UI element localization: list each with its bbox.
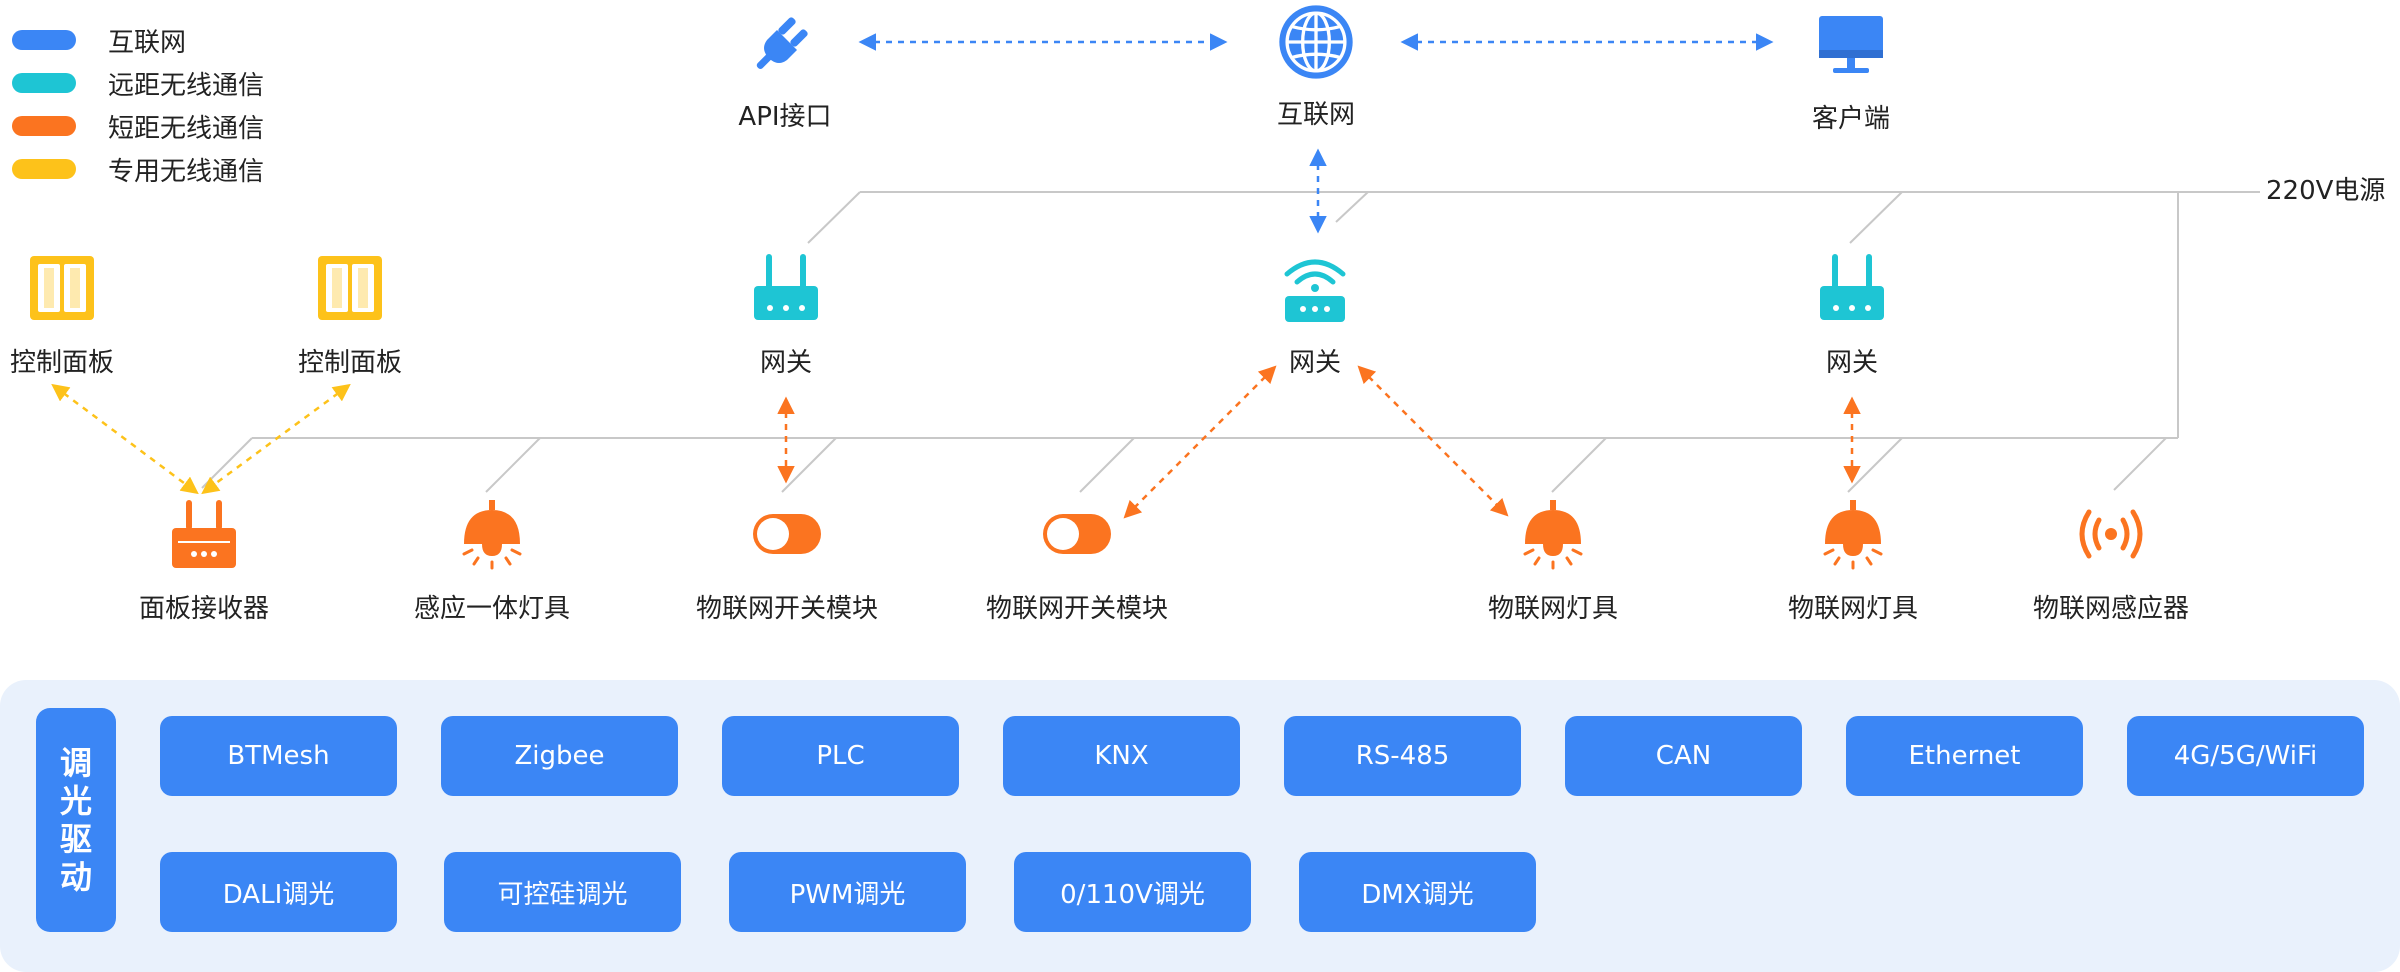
device-sensor-lamp: 感应一体灯具 — [372, 498, 612, 625]
protocol-pill: PLC — [722, 716, 959, 796]
device-label: 物联网灯具 — [1487, 594, 1618, 624]
legend-label: 短距无线通信 — [108, 113, 265, 144]
switch-panel-icon — [30, 256, 94, 320]
node-client: 客户端 — [1731, 8, 1971, 135]
router-antenna-icon — [754, 254, 818, 320]
gateway-1: 网关 — [666, 252, 906, 379]
power-feed-gw1 — [807, 191, 861, 244]
dimming-pill: 0/110V调光 — [1014, 852, 1251, 932]
protocol-pill: CAN — [1565, 716, 1802, 796]
legend-item-dedicated: 专用无线通信 — [12, 149, 264, 189]
sensor-icon — [2079, 509, 2143, 559]
power-feed-sensor — [2113, 437, 2167, 491]
power-feed-lamp3 — [1847, 437, 1903, 493]
protocol-pill: 4G/5G/WiFi — [2127, 716, 2364, 796]
control-panel-label: 控制面板 — [9, 348, 114, 378]
device-label: 物联网灯具 — [1787, 594, 1918, 624]
legend-item-long-range: 远距无线通信 — [12, 63, 264, 103]
monitor-icon — [1819, 16, 1883, 73]
toggle-icon — [753, 514, 821, 554]
control-panel-1: 控制面板 — [0, 252, 182, 379]
gateway-label: 网关 — [1288, 348, 1341, 378]
receiver-icon — [172, 500, 236, 568]
power-feed-switch2 — [1079, 437, 1135, 493]
device-label: 物联网开关模块 — [985, 594, 1168, 624]
protocol-pill: BTMesh — [160, 716, 397, 796]
device-label: 面板接收器 — [138, 594, 269, 624]
dimming-pill: 可控硅调光 — [444, 852, 681, 932]
device-iot-sensor: 物联网感应器 — [1991, 498, 2231, 625]
link-panel2-receiver — [201, 383, 351, 495]
gateway-label: 网关 — [1825, 348, 1878, 378]
node-internet: 互联网 — [1196, 2, 1436, 131]
power-feed-gw2 — [1335, 191, 1369, 223]
router-antenna-icon — [1820, 254, 1884, 320]
protocol-pill: Ethernet — [1846, 716, 2083, 796]
legend-label: 远距无线通信 — [108, 70, 265, 101]
legend-item-internet: 互联网 — [12, 20, 186, 60]
lamp-icon — [1523, 500, 1583, 570]
link-gw2-lamp2 — [1357, 365, 1509, 517]
device-label: 物联网感应器 — [2032, 594, 2189, 624]
power-feed-lamp1 — [485, 437, 541, 493]
device-switch-module-1: 物联网开关模块 — [667, 498, 907, 625]
wifi-gateway-icon — [1284, 259, 1346, 322]
node-api-label: API接口 — [738, 102, 832, 132]
dimming-driver-title-text: 调光驱动 — [59, 744, 92, 896]
lamp-icon — [462, 500, 522, 570]
protocol-pill: KNX — [1003, 716, 1240, 796]
link-panel1-receiver — [51, 383, 199, 495]
node-client-label: 客户端 — [1811, 104, 1890, 134]
link-gw2-switch2 — [1123, 365, 1277, 519]
legend-swatch — [12, 159, 76, 179]
dimming-pill: DALI调光 — [160, 852, 397, 932]
legend-swatch — [12, 73, 76, 93]
legend-label: 互联网 — [108, 27, 187, 58]
device-label: 感应一体灯具 — [413, 594, 570, 624]
plug-icon — [756, 17, 808, 69]
gateway-label: 网关 — [759, 348, 812, 378]
control-panel-2: 控制面板 — [230, 252, 470, 379]
protocol-pill: Zigbee — [441, 716, 678, 796]
power-feed-switch1 — [781, 437, 837, 493]
legend-item-short-range: 短距无线通信 — [12, 106, 264, 146]
device-iot-lamp-1: 物联网灯具 — [1433, 498, 1673, 625]
power-feed-gw3 — [1849, 191, 1903, 244]
device-label: 物联网开关模块 — [695, 594, 878, 624]
lamp-icon — [1823, 500, 1883, 570]
dimming-pill: PWM调光 — [729, 852, 966, 932]
dimming-pill: DMX调光 — [1299, 852, 1536, 932]
power-feed-lamp2 — [1551, 437, 1607, 493]
protocol-pill: RS-485 — [1284, 716, 1521, 796]
gateway-2: 网关 — [1195, 252, 1435, 379]
switch-panel-icon — [318, 256, 382, 320]
power-label: 220V电源 — [2266, 176, 2386, 206]
globe-icon — [1279, 5, 1353, 79]
legend-swatch — [12, 30, 76, 50]
device-iot-lamp-2: 物联网灯具 — [1733, 498, 1973, 625]
node-internet-label: 互联网 — [1276, 100, 1355, 130]
legend-label: 专用无线通信 — [108, 156, 265, 187]
dimming-driver-title: 调光驱动 — [36, 708, 116, 932]
device-switch-module-2: 物联网开关模块 — [957, 498, 1197, 625]
control-panel-label: 控制面板 — [297, 348, 402, 378]
device-panel-receiver: 面板接收器 — [84, 498, 324, 625]
power-feed-receiver — [201, 437, 253, 489]
legend-swatch — [12, 116, 76, 136]
node-api: API接口 — [665, 6, 905, 133]
gateway-3: 网关 — [1732, 252, 1972, 379]
toggle-icon — [1043, 514, 1111, 554]
